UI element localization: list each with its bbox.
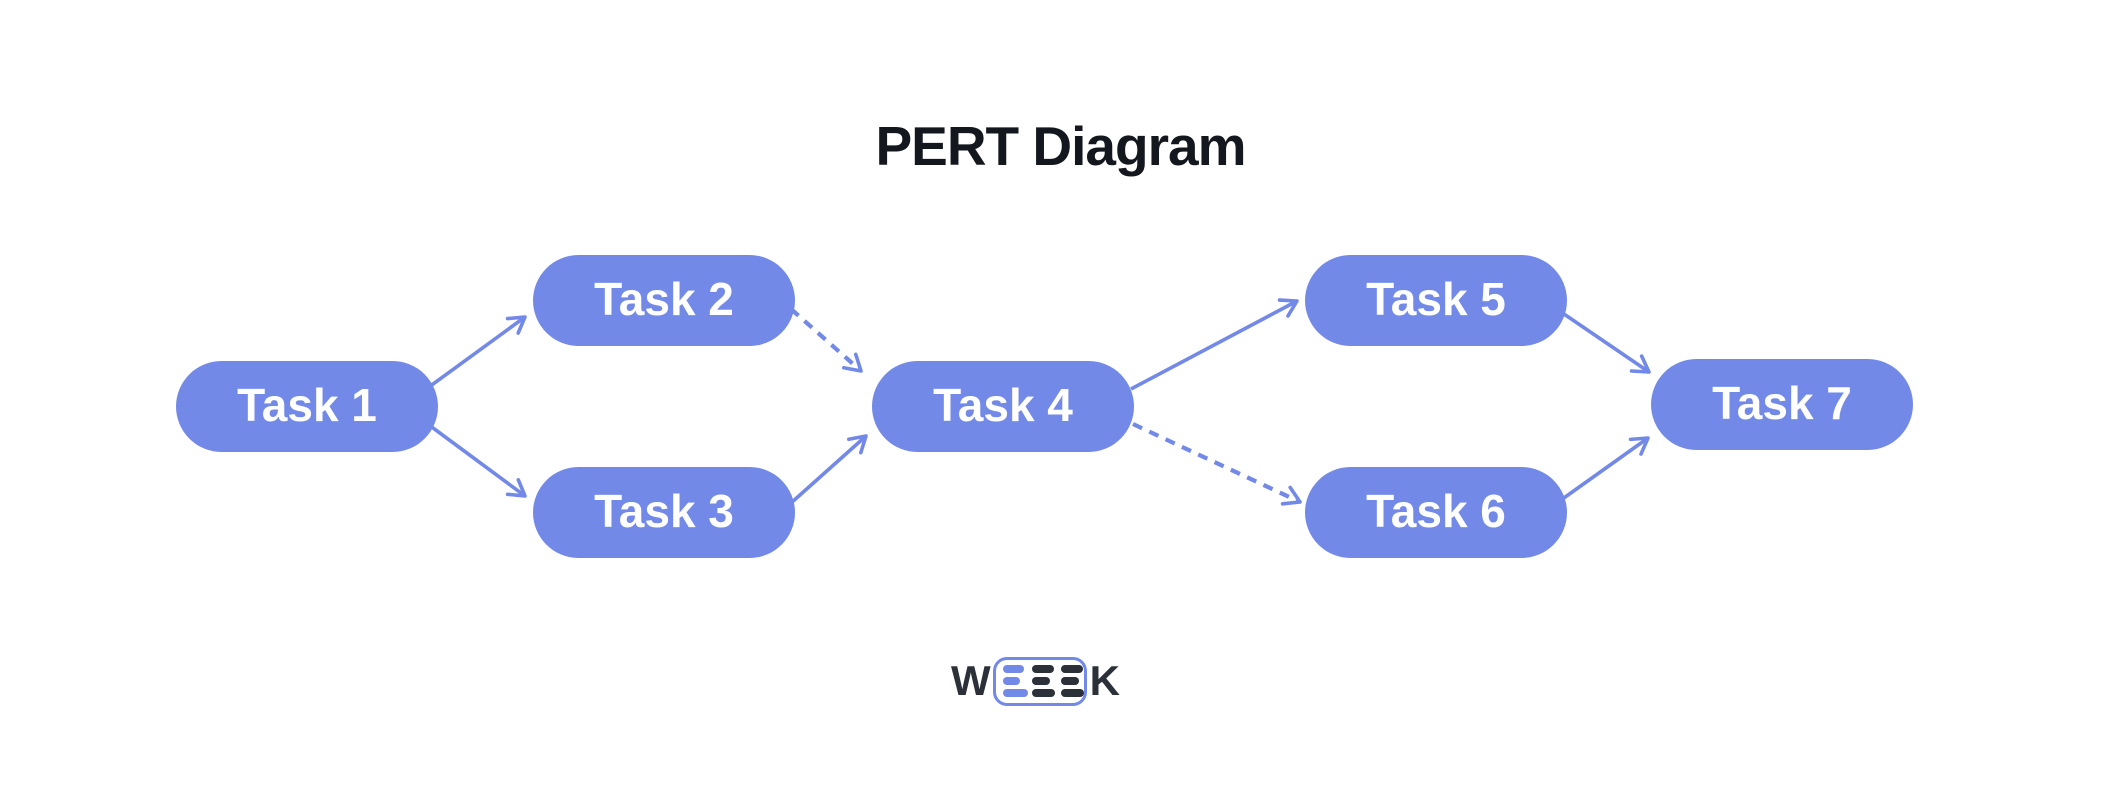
page-title: PERT Diagram: [875, 115, 1246, 177]
node-label: Task 7: [1712, 376, 1852, 429]
edge-task2-to-task4: [789, 307, 863, 373]
node-task2: Task 2: [533, 255, 795, 346]
edge-task3-to-task4: [789, 434, 868, 505]
node-task4: Task 4: [872, 361, 1134, 452]
logo-e-icon: [1060, 665, 1084, 697]
node-label: Task 4: [933, 378, 1073, 431]
node-task5: Task 5: [1305, 255, 1567, 346]
node-task6: Task 6: [1305, 467, 1567, 558]
edge-task1-to-task2: [427, 315, 527, 389]
node-task3: Task 3: [533, 467, 795, 558]
logo-e-icon: [1002, 665, 1028, 697]
node-label: Task 5: [1366, 272, 1506, 325]
edge-task6-to-task7: [1559, 436, 1650, 502]
logo-letter-k: K: [1089, 657, 1120, 704]
node-label: Task 3: [594, 484, 734, 537]
node-task7: Task 7: [1651, 359, 1913, 450]
edge-task1-to-task3: [427, 423, 527, 498]
edge-task4-to-task6: [1132, 422, 1302, 506]
logo-e-icon: [1031, 665, 1055, 697]
node-label: Task 6: [1366, 484, 1506, 537]
edge-task4-to-task5: [1130, 298, 1299, 391]
edge-task5-to-task7: [1559, 310, 1651, 374]
node-task1: Task 1: [176, 361, 438, 452]
node-label: Task 2: [594, 272, 734, 325]
weeek-logo: W K: [951, 655, 1120, 707]
node-label: Task 1: [237, 378, 377, 431]
logo-box-icon: [992, 656, 1087, 706]
logo-letter-w: W: [951, 657, 991, 704]
